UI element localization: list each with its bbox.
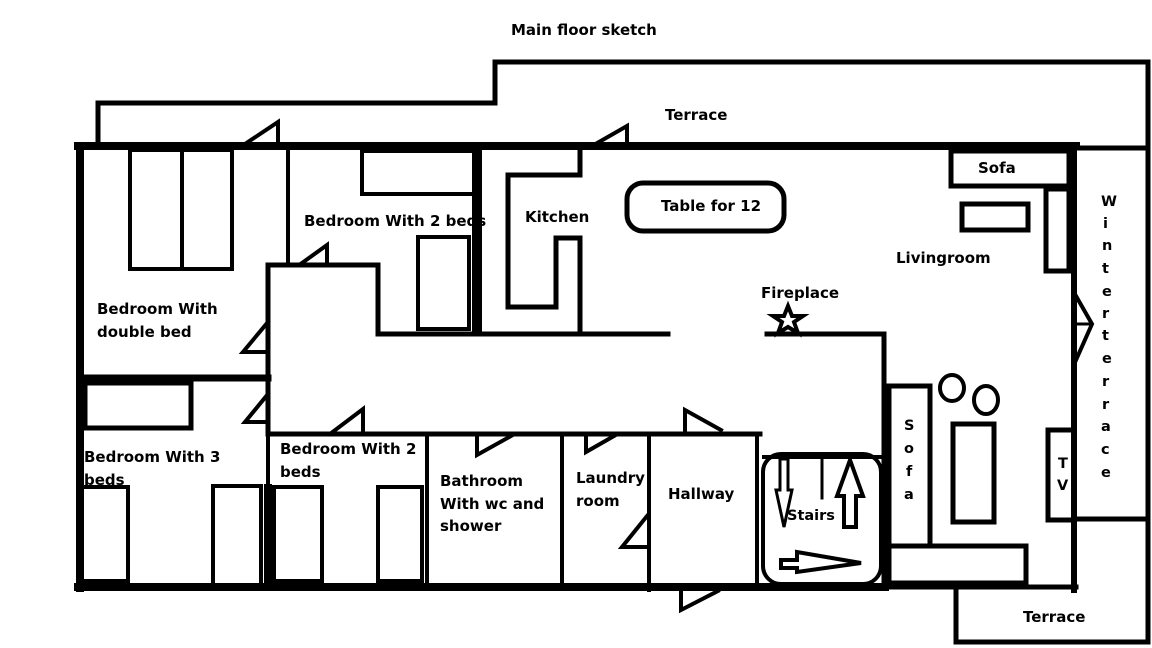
bedroom-2beds-bottom-label-2: beds bbox=[280, 463, 321, 481]
sofa-top-label: Sofa bbox=[978, 159, 1016, 177]
winter-terrace-outline bbox=[1073, 145, 1151, 522]
svg-text:e: e bbox=[1102, 284, 1112, 300]
sofa-side-label: S o f a bbox=[904, 418, 914, 503]
door-bedroom-2beds-top[interactable] bbox=[299, 241, 329, 266]
side-cabinet bbox=[1043, 186, 1072, 274]
terrace-top-label: Terrace bbox=[665, 106, 727, 124]
livingroom-label: Livingroom bbox=[896, 249, 991, 267]
coffee-table bbox=[950, 421, 997, 525]
kitchen-label: Kitchen bbox=[525, 208, 589, 226]
svg-text:e: e bbox=[1102, 351, 1112, 367]
svg-text:i: i bbox=[1103, 216, 1108, 232]
dining-table bbox=[624, 180, 787, 234]
hallway-label: Hallway bbox=[668, 485, 734, 503]
bed-2b-right bbox=[376, 485, 424, 583]
front-door[interactable] bbox=[679, 587, 721, 614]
door-kitchen-terrace[interactable] bbox=[589, 122, 629, 149]
svg-text:t: t bbox=[1102, 261, 1109, 277]
svg-text:a: a bbox=[1101, 419, 1111, 435]
door-bedroom-double[interactable] bbox=[238, 319, 271, 354]
door-bedroom-double-terrace[interactable] bbox=[239, 118, 280, 149]
corridor-wall-top-right bbox=[764, 331, 887, 590]
stairs-outline bbox=[761, 452, 883, 586]
bedroom-2beds-bottom-label-1: Bedroom With 2 bbox=[280, 440, 416, 458]
arrow-up-icon bbox=[834, 454, 866, 529]
bed-3-left bbox=[80, 485, 130, 583]
svg-text:c: c bbox=[1101, 442, 1110, 458]
terrace-bottom-outline bbox=[953, 519, 1151, 645]
bed-3-right bbox=[211, 484, 263, 587]
bedroom-3beds-label-1: Bedroom With 3 bbox=[84, 448, 220, 466]
svg-text:r: r bbox=[1102, 374, 1110, 390]
bed-3-horizontal bbox=[82, 380, 194, 431]
bedroom-3beds-label-2: beds bbox=[84, 471, 125, 489]
svg-text:a: a bbox=[904, 487, 914, 503]
svg-text:t: t bbox=[1102, 328, 1109, 344]
svg-text:e: e bbox=[1101, 465, 1111, 481]
table-label: Table for 12 bbox=[661, 197, 761, 215]
door-hallway-corridor[interactable] bbox=[683, 406, 724, 434]
bedroom-double-label-1: Bedroom With bbox=[97, 300, 218, 318]
armchair-2 bbox=[972, 384, 1000, 416]
armchair-1 bbox=[938, 373, 966, 403]
plan-title: Main floor sketch bbox=[511, 21, 657, 39]
terrace-bottom-label: Terrace bbox=[1023, 608, 1085, 626]
door-bathroom[interactable] bbox=[475, 433, 514, 459]
arrow-right-icon bbox=[779, 549, 862, 575]
laundry-label-1: Laundry bbox=[576, 469, 645, 487]
double-bed-left bbox=[128, 148, 184, 271]
winter-terrace-door[interactable] bbox=[1073, 293, 1095, 363]
tv-label-2: V bbox=[1057, 478, 1069, 494]
svg-text:W: W bbox=[1101, 194, 1117, 210]
stairs-label: Stairs bbox=[787, 508, 835, 524]
door-bedroom-2beds-bottom[interactable] bbox=[327, 404, 365, 437]
bedroom-double-label-2: double bed bbox=[97, 323, 192, 341]
arrow-down-icon bbox=[774, 457, 794, 528]
bathroom-label-1: Bathroom bbox=[440, 472, 523, 490]
bathroom-label-2: With wc and bbox=[440, 495, 544, 513]
svg-text:r: r bbox=[1102, 306, 1110, 322]
sofa-top bbox=[948, 148, 1072, 189]
bed-top-vertical bbox=[416, 235, 471, 331]
door-bedroom-3beds[interactable] bbox=[240, 391, 271, 424]
corridor-wall-top-left bbox=[265, 262, 671, 435]
svg-text:r: r bbox=[1102, 397, 1110, 413]
svg-text:n: n bbox=[1102, 238, 1112, 254]
star-icon bbox=[766, 300, 810, 338]
terrace-top-outline bbox=[95, 59, 1151, 149]
bathroom-label-3: shower bbox=[440, 517, 502, 535]
svg-text:S: S bbox=[904, 418, 914, 434]
coffee-table-top bbox=[959, 201, 1031, 233]
bed-2b-left bbox=[272, 485, 324, 583]
laundry-label-2: room bbox=[576, 492, 620, 510]
kitchen-counter bbox=[505, 145, 583, 333]
tv-label-1: T bbox=[1058, 456, 1068, 472]
svg-text:o: o bbox=[904, 441, 914, 457]
fireplace-label: Fireplace bbox=[761, 284, 839, 302]
sofa-bottom bbox=[886, 543, 1029, 586]
double-bed-right bbox=[180, 148, 234, 271]
door-laundry[interactable] bbox=[584, 433, 617, 456]
bed-top-horizontal bbox=[360, 149, 476, 196]
tv-unit bbox=[1045, 427, 1077, 523]
winter-terrace-label: W i n t e r t e r r a c e bbox=[1101, 194, 1117, 481]
svg-text:f: f bbox=[906, 464, 913, 480]
door-laundry-hallway[interactable] bbox=[617, 513, 650, 549]
bedroom-2beds-top-label: Bedroom With 2 beds bbox=[304, 212, 486, 230]
